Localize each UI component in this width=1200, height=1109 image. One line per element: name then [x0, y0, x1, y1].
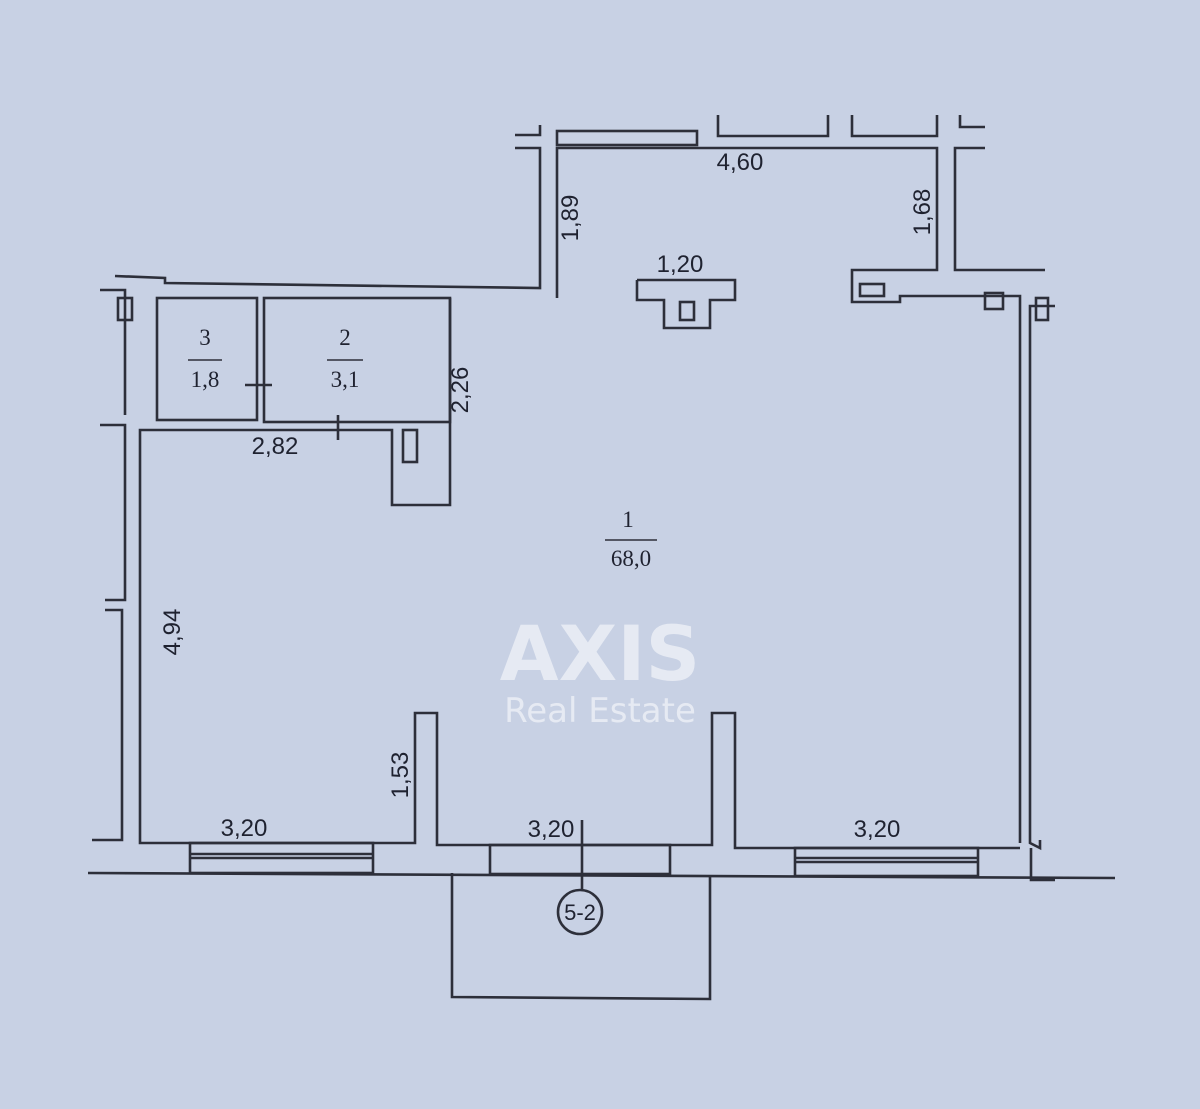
wall-outer-right-top — [953, 146, 1045, 272]
dim-top-alcove: 4,60 — [717, 149, 764, 176]
room-2-area: 3,1 — [331, 367, 360, 392]
dim-pier: 1,53 — [387, 752, 414, 799]
dim-corridor: 2,82 — [252, 433, 299, 460]
entrance-door — [488, 843, 672, 876]
room-1-number: 1 — [622, 507, 634, 532]
axis-marker-label: 5-2 — [564, 900, 596, 925]
watermark-brand: AXIS — [500, 609, 700, 698]
dim-alcove-left: 1,89 — [557, 195, 584, 242]
shaft — [401, 428, 419, 464]
wall-segment — [1029, 848, 1055, 882]
shaft — [858, 282, 886, 298]
room-3-number: 3 — [199, 325, 211, 350]
shaft — [983, 291, 1005, 311]
wall-segment — [515, 125, 542, 137]
room-2-number: 2 — [339, 325, 351, 350]
shaft — [1034, 296, 1050, 322]
wall-segment — [100, 423, 127, 602]
dim-bottom-center: 3,20 — [528, 816, 575, 843]
wall-segment — [92, 608, 124, 842]
entrance-porch — [450, 873, 712, 1001]
axis-marker-circle — [556, 888, 604, 936]
column — [635, 278, 737, 330]
dim-left-wall: 4,94 — [159, 609, 186, 656]
dim-column: 1,20 — [657, 251, 704, 278]
walls — [87, 115, 1116, 1001]
dim-bottom-right: 3,20 — [854, 816, 901, 843]
wall-inner-outline — [555, 146, 1022, 843]
room-1-area: 68,0 — [611, 546, 651, 571]
dim-bottom-left: 3,20 — [221, 815, 268, 842]
wall-outer-left-top — [114, 146, 542, 290]
window-top — [555, 129, 699, 147]
wall-segment — [850, 115, 939, 138]
wall-segment — [958, 115, 985, 129]
wall-outer-right — [1028, 304, 1055, 851]
wall-segment — [100, 288, 127, 415]
room-3-area: 1,8 — [191, 367, 220, 392]
watermark-sub: Real Estate — [504, 691, 696, 731]
wall-segment — [716, 115, 830, 138]
dim-alcove-right: 1,68 — [909, 189, 936, 236]
dim-corridor-wall: 2,26 — [447, 367, 474, 414]
room-3-outline — [155, 296, 259, 422]
main-room-outline — [138, 298, 1020, 850]
column-shaft — [678, 300, 696, 322]
